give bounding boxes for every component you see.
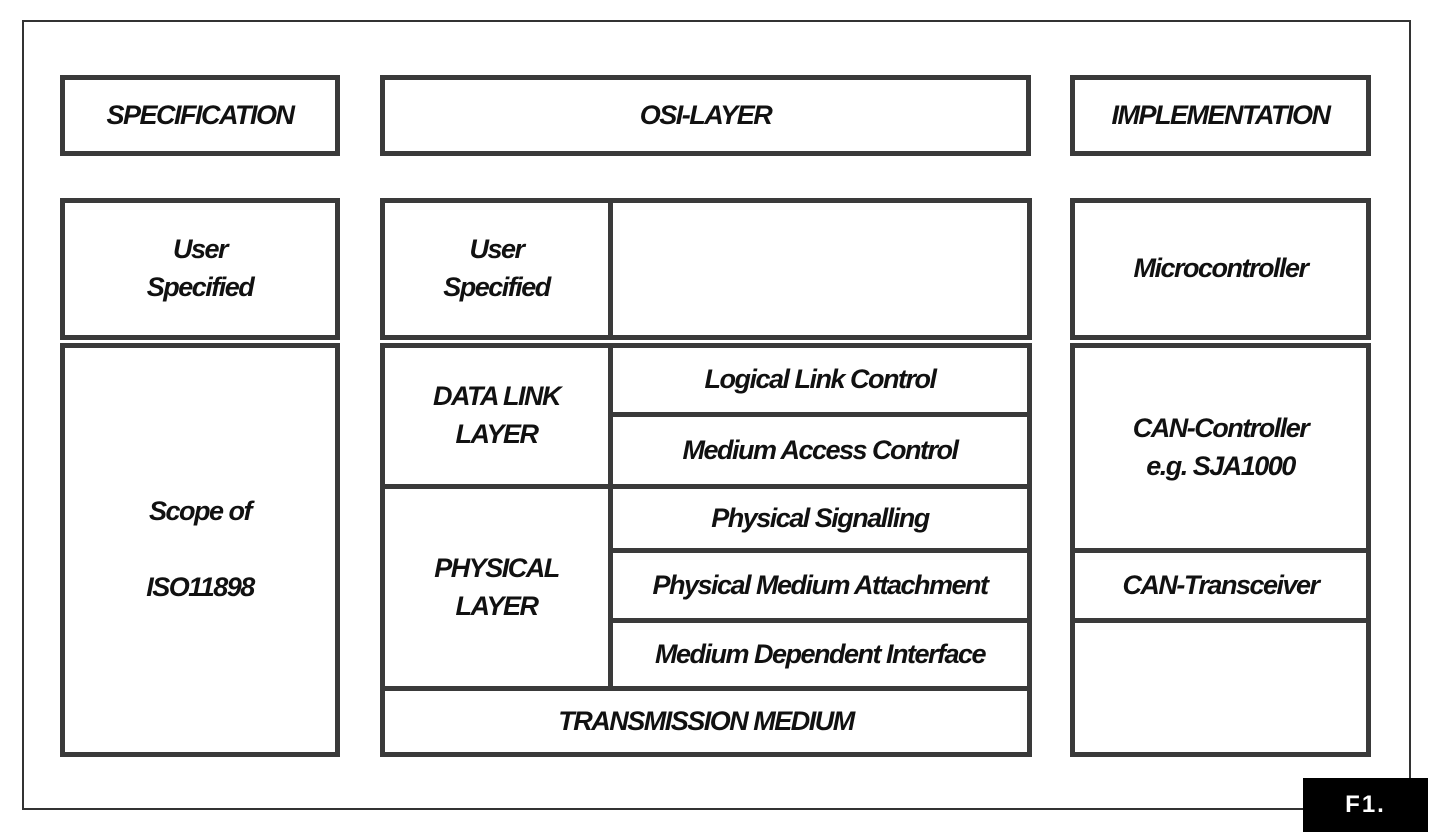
osi-medium-access-control: Medium Access Control bbox=[608, 412, 1032, 489]
osi-mdi-label: Medium Dependent Interface bbox=[654, 638, 987, 669]
impl-can-transceiver-label: CAN-Transceiver bbox=[1122, 569, 1320, 600]
osi-logical-link-control: Logical Link Control bbox=[608, 343, 1032, 417]
osi-physical-medium-attachment: Physical Medium Attachment bbox=[608, 548, 1032, 623]
spec-user-specified: User Specified bbox=[60, 198, 340, 340]
osi-physical-layer-label: PHYSICAL LAYER bbox=[434, 552, 560, 621]
spec-user-specified-label: User Specified bbox=[146, 234, 255, 302]
osi-llc-label: Logical Link Control bbox=[704, 364, 938, 395]
header-implementation: IMPLEMENTATION bbox=[1070, 75, 1371, 156]
header-specification: SPECIFICATION bbox=[60, 75, 340, 156]
osi-transmission-medium: TRANSMISSION MEDIUM bbox=[380, 686, 1032, 757]
osi-medium-dependent-interface: Medium Dependent Interface bbox=[608, 618, 1032, 691]
osi-user-specified: User Specified bbox=[380, 198, 613, 340]
impl-can-controller: CAN-Controller e.g. SJA1000 bbox=[1070, 343, 1371, 553]
osi-physical-layer: PHYSICAL LAYER bbox=[380, 484, 613, 691]
osi-user-blank bbox=[608, 198, 1032, 340]
impl-microcontroller-label: Microcontroller bbox=[1133, 253, 1309, 284]
impl-microcontroller: Microcontroller bbox=[1070, 198, 1371, 340]
header-osi-layer: OSI-LAYER bbox=[380, 75, 1031, 156]
osi-user-specified-label: User Specified bbox=[443, 234, 551, 302]
figure-label: F1. bbox=[1303, 778, 1428, 832]
osi-ps-label: Physical Signalling bbox=[711, 502, 930, 533]
diagram-frame bbox=[22, 20, 1411, 810]
impl-can-controller-label: CAN-Controller e.g. SJA1000 bbox=[1132, 413, 1310, 481]
osi-data-link-layer-label: DATA LINK LAYER bbox=[433, 381, 561, 449]
header-implementation-label: IMPLEMENTATION bbox=[1111, 99, 1331, 130]
impl-can-transceiver: CAN-Transceiver bbox=[1070, 548, 1371, 623]
spec-scope: Scope of ISO11898 bbox=[60, 343, 340, 757]
osi-pma-label: Physical Medium Attachment bbox=[652, 569, 989, 600]
impl-blank bbox=[1070, 618, 1371, 757]
header-specification-label: SPECIFICATION bbox=[106, 99, 295, 130]
spec-scope-label: Scope of ISO11898 bbox=[146, 496, 255, 602]
osi-mac-label: Medium Access Control bbox=[682, 434, 959, 465]
osi-transmission-medium-label: TRANSMISSION MEDIUM bbox=[558, 705, 855, 736]
header-osi-layer-label: OSI-LAYER bbox=[639, 99, 773, 130]
osi-physical-signalling: Physical Signalling bbox=[608, 484, 1032, 553]
osi-data-link-layer: DATA LINK LAYER bbox=[380, 343, 613, 489]
